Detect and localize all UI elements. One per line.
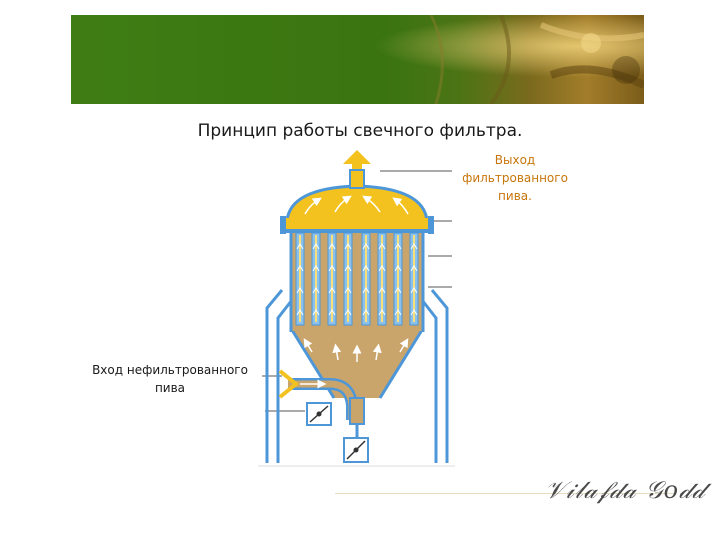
pump-icon bbox=[344, 438, 368, 462]
drain-pipe bbox=[350, 398, 364, 424]
outlet-arrow-icon bbox=[343, 150, 371, 169]
valve-icon bbox=[307, 403, 331, 425]
vessel-body bbox=[291, 230, 423, 331]
brand-logo: 𝒱𝒾𝓁𝒶𝒻𝒹𝒶 𝒢𝑜𝒹𝒹 bbox=[545, 476, 705, 504]
flange-left bbox=[280, 216, 286, 234]
flange-right bbox=[428, 216, 434, 234]
vessel-dome bbox=[287, 186, 427, 221]
outlet-pipe bbox=[350, 170, 364, 188]
